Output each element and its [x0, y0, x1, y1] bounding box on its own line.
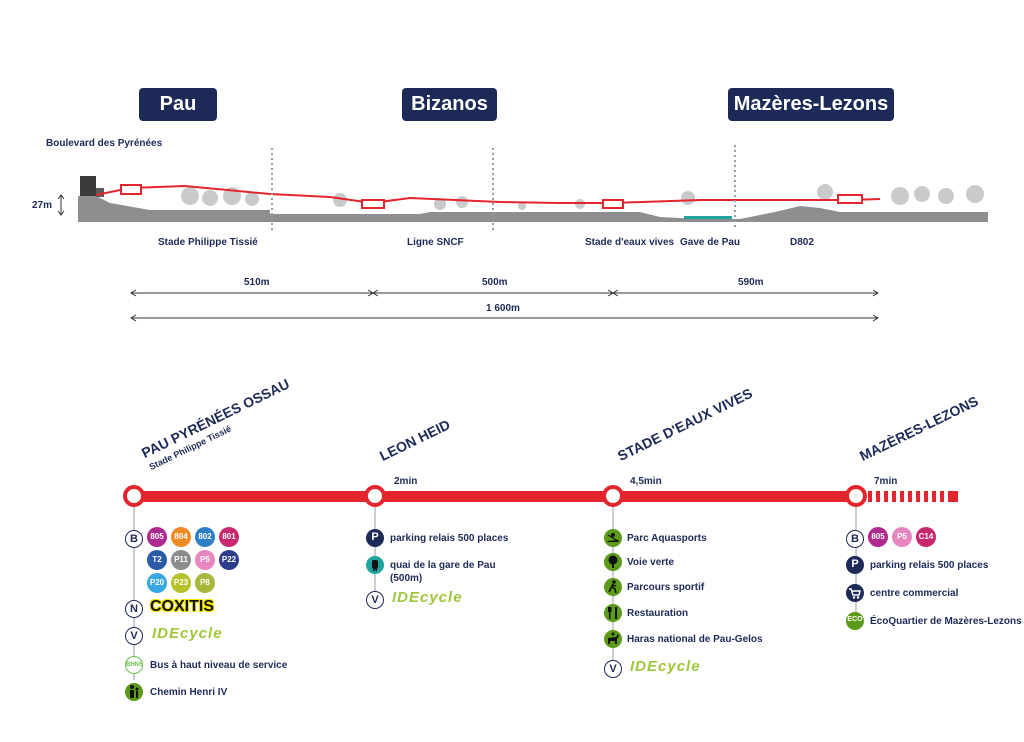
line-extension: [868, 491, 958, 502]
water: [684, 216, 732, 219]
bus-line: T2: [147, 550, 167, 570]
cart-icon: [846, 584, 864, 602]
landmark-sncf: Ligne SNCF: [407, 237, 464, 248]
time-eaux: 4,5min: [630, 476, 662, 487]
station-nodes: [123, 485, 867, 507]
quai-label: quai de la gare de Pau: [390, 560, 496, 571]
parking-label: parking relais 500 places: [390, 533, 509, 544]
city-bizanos: Bizanos: [402, 88, 497, 121]
eco-label: ÉcoQuartier de Mazères-Lezons: [870, 616, 1022, 627]
terrain: [78, 196, 988, 222]
station-box: [837, 194, 863, 204]
quai-distance: (500m): [390, 573, 423, 584]
landmark-gave: Gave de Pau: [680, 237, 741, 248]
feature-aquasports: Parc Aquasports: [627, 533, 707, 544]
landmark-stade: Stade Philippe Tissié: [158, 237, 258, 248]
kayak-icon: [604, 529, 622, 547]
city-mazeres-lezons: Mazères-Lezons: [728, 88, 894, 121]
parking-icon: P: [366, 529, 384, 547]
feature-restauration: Restauration: [627, 608, 689, 619]
feature-haras: Haras national de Pau-Gelos: [627, 634, 763, 645]
runner-icon: [604, 578, 622, 596]
landmark-eaux-vives: Stade d'eaux vives: [585, 237, 675, 248]
bus-line: C14: [916, 527, 936, 547]
time-mazeres: 7min: [874, 476, 898, 487]
horse-icon: [604, 630, 622, 648]
station-mazeres: MAZÈRES-LEZONS: [856, 392, 981, 464]
distance-total: 1 600m: [486, 303, 520, 314]
chemin-label: Chemin Henri IV: [150, 687, 228, 698]
landmark-d802: D802: [790, 237, 814, 248]
bus-line: P5: [892, 527, 912, 547]
idecycle-logo: IDEcycle: [630, 658, 701, 675]
distance-3: 590m: [738, 277, 764, 288]
bus-line: 805: [147, 527, 167, 547]
commerce-label: centre commercial: [870, 588, 959, 599]
coxitis-logo: COXITIS: [150, 598, 215, 615]
restaurant-icon: [604, 604, 622, 622]
hiker-icon: [125, 683, 143, 701]
bus-line: P20: [147, 573, 167, 593]
parking-label: parking relais 500 places: [870, 560, 989, 571]
section-separators: [271, 145, 736, 230]
bus-line: P23: [171, 573, 191, 593]
bus-line: P8: [195, 573, 215, 593]
distance-1: 510m: [244, 277, 270, 288]
station-box: [602, 199, 624, 209]
bus-icon: B: [125, 530, 143, 548]
elevation-profile: [57, 145, 988, 322]
feature-parcours: Parcours sportif: [627, 582, 705, 593]
bus-line: P11: [171, 550, 191, 570]
bus-line: P5: [195, 550, 215, 570]
bus-line: 802: [195, 527, 215, 547]
building: [80, 176, 96, 196]
bike-icon: V: [366, 591, 384, 609]
distance-2: 500m: [482, 277, 508, 288]
station-box: [361, 199, 385, 209]
distance-arrows: [130, 289, 879, 322]
night-bus-icon: N: [125, 600, 143, 618]
tram-route: [95, 184, 881, 205]
height-label: 27m: [32, 200, 53, 211]
trees: [181, 184, 984, 210]
tree-icon: [604, 553, 622, 571]
bus-line: 801: [219, 527, 239, 547]
line-bar: [134, 491, 854, 502]
building: [96, 188, 104, 197]
parking-icon: P: [846, 556, 864, 574]
station-box: [120, 184, 142, 195]
bike-icon: V: [604, 660, 622, 678]
height-arrow: [57, 194, 65, 216]
bus-line: 805: [868, 527, 888, 547]
bus-line: P22: [219, 550, 239, 570]
station-leon-heid: LEON HEID: [376, 416, 453, 464]
bhns-label: Bus à haut niveau de service: [150, 660, 288, 671]
idecycle-logo: IDEcycle: [392, 589, 463, 606]
bus-line: 804: [171, 527, 191, 547]
feature-voie-verte: Voie verte: [627, 557, 675, 568]
city-pau: Pau: [139, 88, 217, 121]
eco-icon: ECO: [846, 612, 864, 630]
bhns-icon: BHNS: [125, 656, 143, 674]
time-leon: 2min: [394, 476, 418, 487]
idecycle-logo: IDEcycle: [152, 625, 223, 642]
bike-icon: V: [125, 627, 143, 645]
station-eaux-vives: STADE D'EAUX VIVES: [614, 384, 755, 464]
station-pau: PAU PYRÉNÉES OSSAU: [138, 375, 292, 461]
boulevard-label: Boulevard des Pyrénées: [46, 138, 163, 149]
train-icon: [366, 556, 384, 574]
bus-icon: B: [846, 530, 864, 548]
